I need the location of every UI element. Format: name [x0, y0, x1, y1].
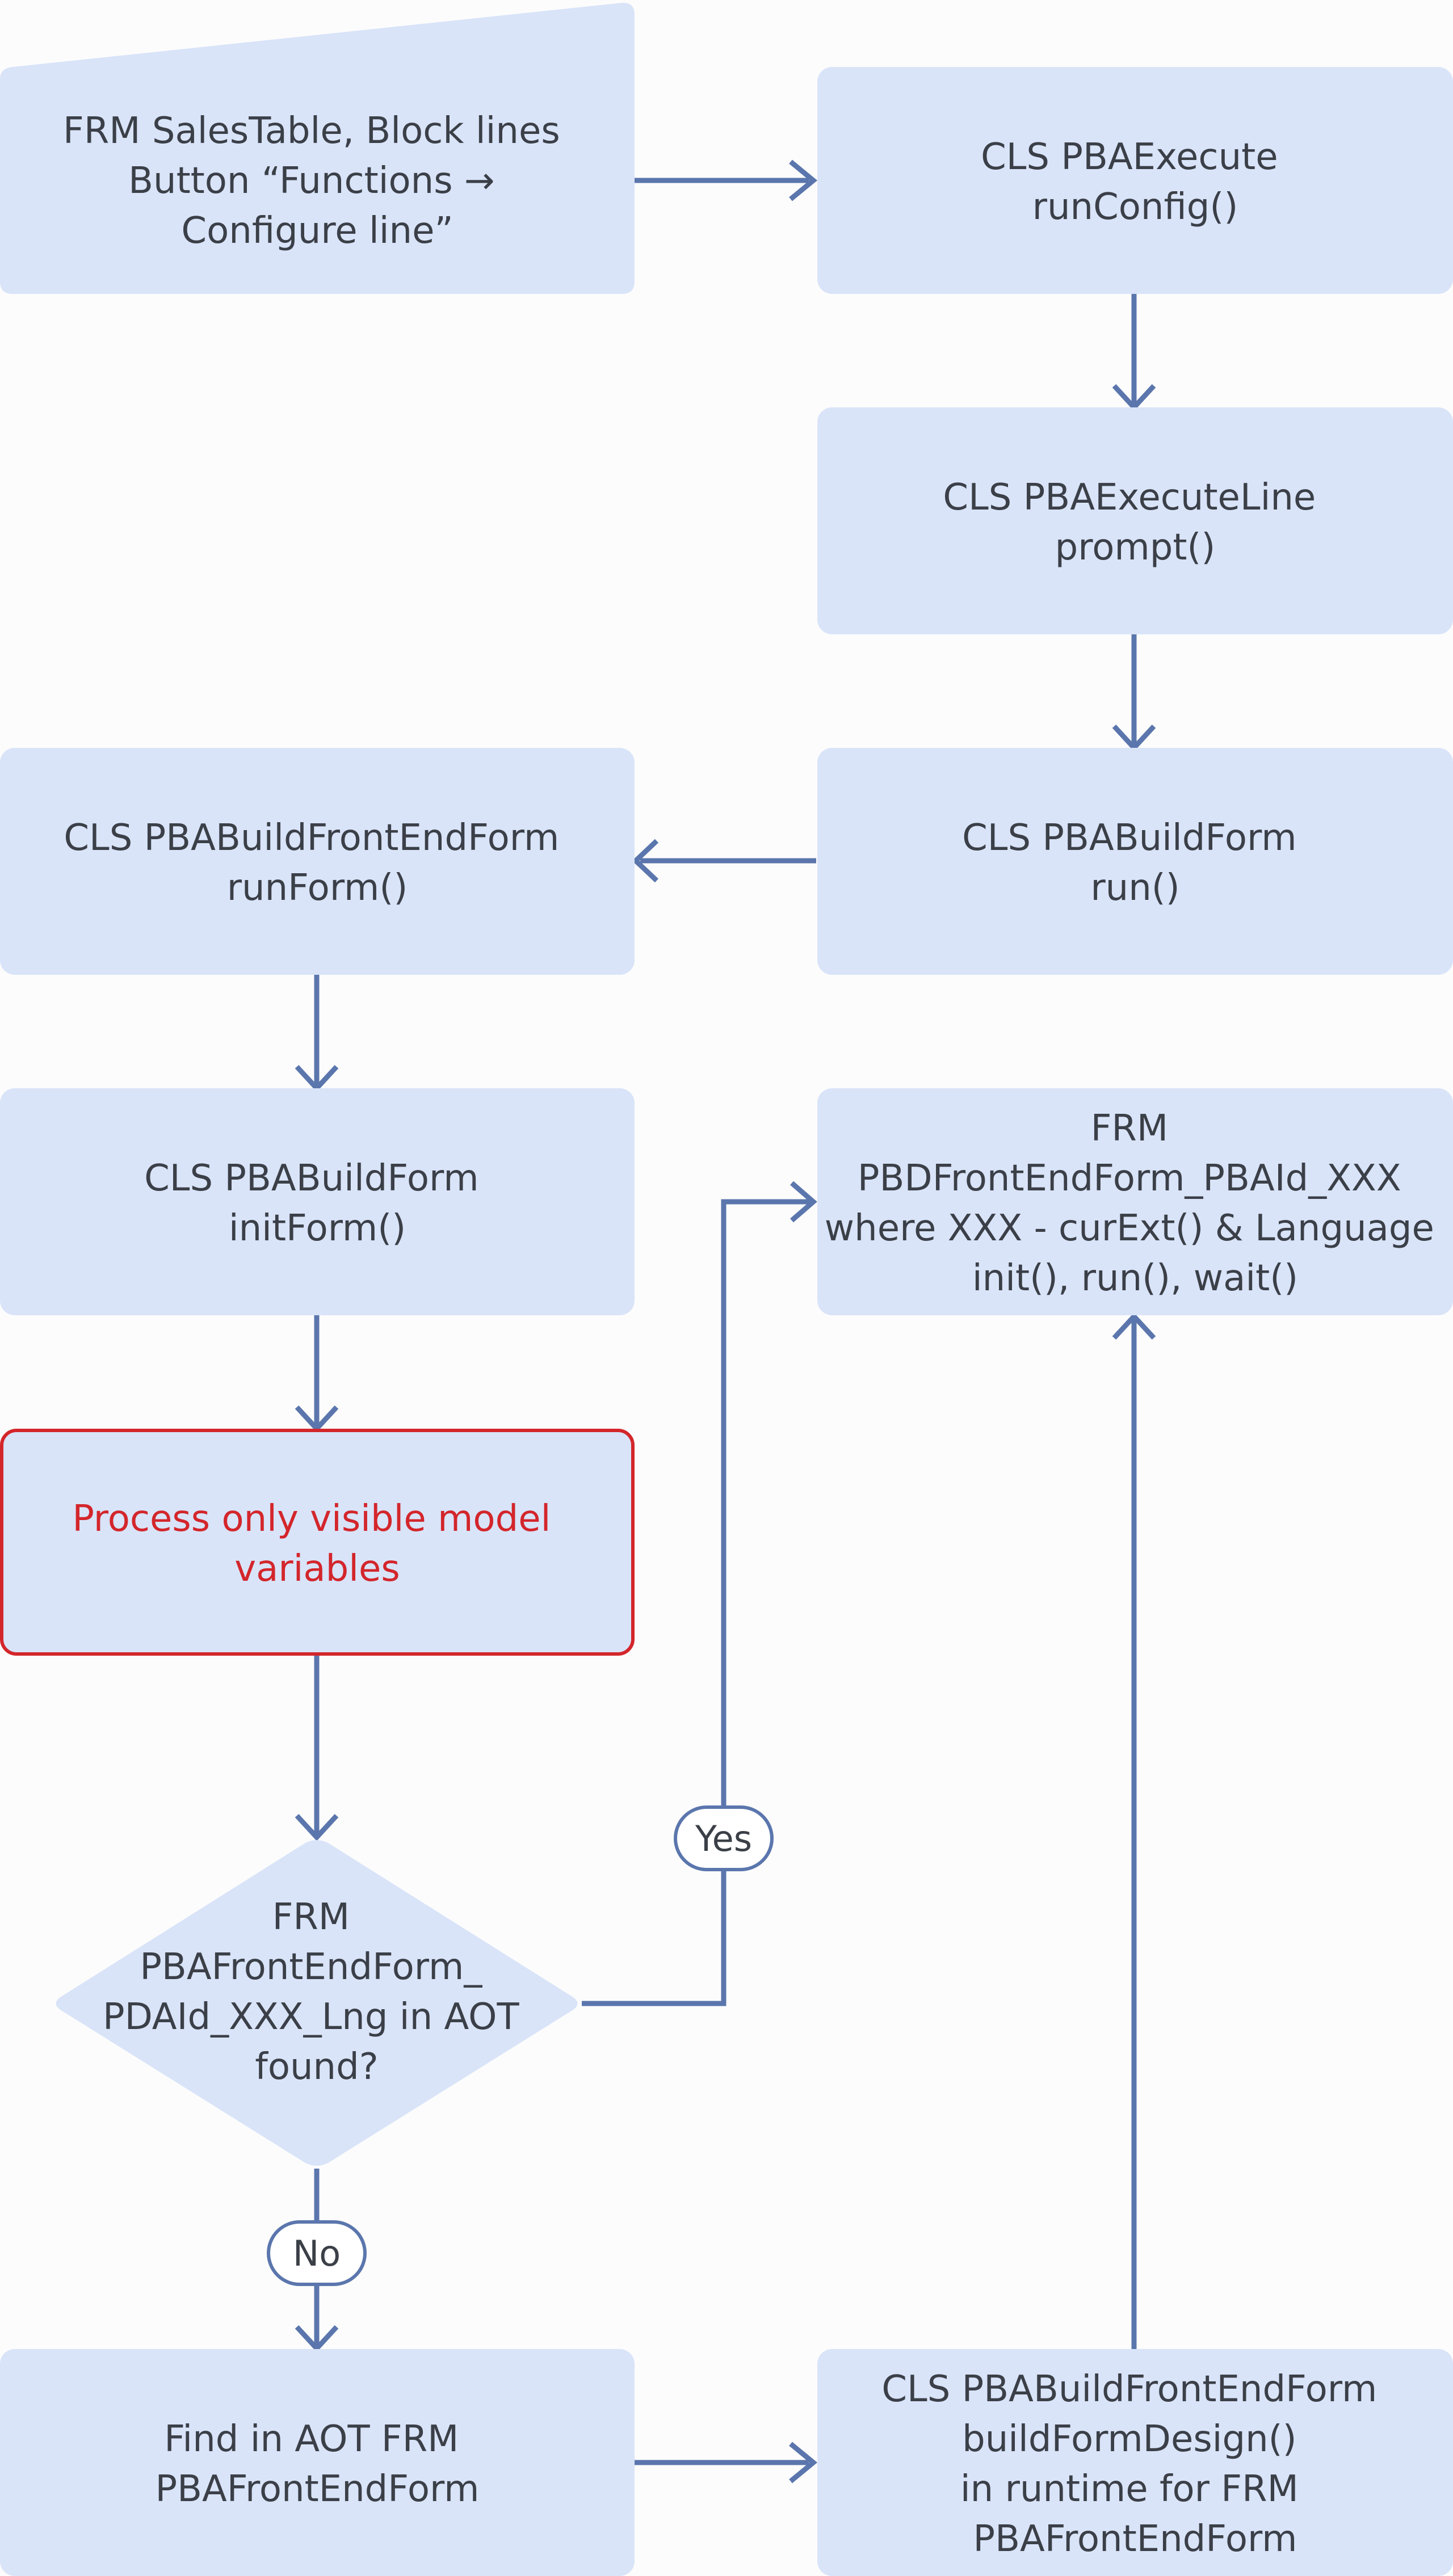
node-start-line-2: Button “Functions → — [128, 160, 494, 202]
node-build-design-box — [817, 2349, 1453, 2576]
node-build-design-line-2: buildFormDesign() — [962, 2418, 1297, 2460]
node-frontend-form: FRM PBDFrontEndForm_PBAId_XXX where XXX … — [817, 1088, 1453, 1315]
node-execute-box — [817, 67, 1453, 294]
node-frontend-run-form-line-2: runForm() — [227, 867, 408, 909]
arrowhead-frontendrunform — [632, 839, 659, 883]
node-execute-line-2: runConfig() — [1032, 186, 1238, 228]
node-frontend-form-line-1: FRM — [1091, 1108, 1169, 1150]
node-frontend-run-form-box — [0, 748, 635, 975]
node-decision: FRM PBAFrontEndForm_ PDAId_XXX_Lng in AO… — [56, 1840, 578, 2166]
arrowhead-builddesign — [789, 2442, 818, 2484]
node-build-design-line-4: PBAFrontEndForm — [973, 2518, 1297, 2560]
arrowhead-frontendform-up — [1112, 1312, 1156, 1340]
node-execute-line: CLS PBAExecuteLine prompt() — [817, 407, 1453, 634]
node-execute-line-1: CLS PBAExecute — [981, 136, 1278, 178]
edge-label-yes-pill — [674, 1805, 774, 1871]
edge-decision-yes — [582, 1199, 809, 2006]
node-frontend-form-line-2: PBDFrontEndForm_PBAId_XXX — [858, 1157, 1401, 1199]
node-start-line-1: FRM SalesTable, Block lines — [63, 110, 560, 152]
node-execute-line-line-2: prompt() — [1055, 527, 1216, 569]
node-find-in-aot: Find in AOT FRM PBAFrontEndForm — [0, 2349, 635, 2576]
node-frontend-run-form: CLS PBABuildFrontEndForm runForm() — [0, 748, 635, 975]
svg-text:CLS PBAExecuteLine promp: CLS PBAExecuteLine prompt() — [943, 477, 1327, 569]
node-build-form-run-box — [817, 748, 1453, 975]
node-build-design-line-3: in runtime for FRM — [960, 2468, 1299, 2510]
svg-text:FRM SalesTable, Block lines: FRM SalesTable, Block lines Button “Func… — [63, 110, 572, 252]
edge-label-no: No — [267, 2220, 367, 2286]
svg-text:Process only visible model: Process only visible model variables — [72, 1498, 562, 1590]
arrowhead-findinaot — [295, 2325, 339, 2352]
node-build-form-run-line-1: CLS PBABuildForm — [962, 817, 1296, 859]
node-find-in-aot-line-1: Find in AOT FRM — [164, 2418, 459, 2460]
edge-label-yes-text: Yes — [695, 1818, 752, 1859]
svg-text:CLS PBABuildForm run(): CLS PBABuildForm run() — [962, 817, 1308, 909]
node-build-design-line-1: CLS PBABuildFrontEndForm — [881, 2368, 1377, 2410]
node-build-form-init: CLS PBABuildForm initForm() — [0, 1088, 635, 1315]
node-execute-line-box — [817, 407, 1453, 634]
node-build-design: CLS PBABuildFrontEndForm buildFormDesign… — [817, 2349, 1453, 2576]
node-decision-line-1: FRM — [272, 1896, 350, 1938]
node-start-line-3: Configure line” — [181, 210, 453, 252]
edge-label-no-text: No — [293, 2233, 341, 2274]
node-process-visible-line-2: variables — [234, 1548, 400, 1590]
node-decision-line-2: PBAFrontEndForm_ — [140, 1946, 482, 1988]
node-frontend-run-form-line-1: CLS PBABuildFrontEndForm — [64, 817, 559, 859]
svg-text:CLS PBABuildFrontEndForm: CLS PBABuildFrontEndForm runForm() — [64, 817, 570, 909]
svg-text:CLS PBAExecute runConfig: CLS PBAExecute runConfig() — [981, 136, 1290, 228]
node-decision-line-4: found? — [255, 2046, 378, 2088]
svg-text:CLS PBABuildFrontEndForm: CLS PBABuildFrontEndForm buildFormDesign… — [881, 2368, 1388, 2560]
node-process-visible: Process only visible model variables — [0, 1429, 635, 1656]
node-build-form-init-box — [0, 1088, 635, 1315]
arrowhead-execute — [789, 159, 818, 201]
node-process-visible-box — [0, 1429, 635, 1656]
node-build-form-init-line-1: CLS PBABuildForm — [144, 1157, 478, 1199]
arrowhead-frontendform-yes — [790, 1181, 817, 1223]
node-start: FRM SalesTable, Block lines Button “Func… — [0, 2, 635, 294]
edge-label-yes: Yes — [674, 1805, 774, 1871]
node-frontend-form-line-3: where XXX - curExt() & Language — [825, 1207, 1434, 1249]
svg-text:CLS PBABuildForm initFor: CLS PBABuildForm initForm() — [144, 1157, 490, 1249]
node-build-form-run-line-2: run() — [1090, 867, 1179, 909]
edge-label-no-pill — [267, 2220, 367, 2286]
arrowhead-decision — [295, 1813, 339, 1841]
svg-text:Find in AOT FRM PBAFront: Find in AOT FRM PBAFrontEndForm — [156, 2418, 480, 2510]
node-find-in-aot-line-2: PBAFrontEndForm — [156, 2468, 480, 2510]
svg-text:FRM PBAFrontEndForm_: FRM PBAFrontEndForm_ PDAId_XXX_Lng in AO… — [103, 1896, 531, 2088]
node-find-in-aot-box — [0, 2349, 635, 2576]
node-frontend-form-line-4: init(), run(), wait() — [972, 1257, 1298, 1299]
decision-diamond — [56, 1840, 578, 2166]
connectors — [295, 159, 1156, 2484]
node-decision-line-3: PDAId_XXX_Lng in AOT — [103, 1996, 519, 2038]
node-frontend-form-box — [817, 1088, 1453, 1315]
node-build-form-run: CLS PBABuildForm run() — [817, 748, 1453, 975]
node-build-form-init-line-2: initForm() — [229, 1207, 406, 1249]
manual-input-shape — [0, 2, 635, 294]
node-execute-line-line-1: CLS PBAExecuteLine — [943, 477, 1316, 519]
node-process-visible-line-1: Process only visible model — [72, 1498, 551, 1540]
svg-text:FRM PBDFrontEndForm_PBAI: FRM PBDFrontEndForm_PBAId_XXX where XXX … — [825, 1108, 1446, 1299]
node-execute: CLS PBAExecute runConfig() — [817, 67, 1453, 294]
